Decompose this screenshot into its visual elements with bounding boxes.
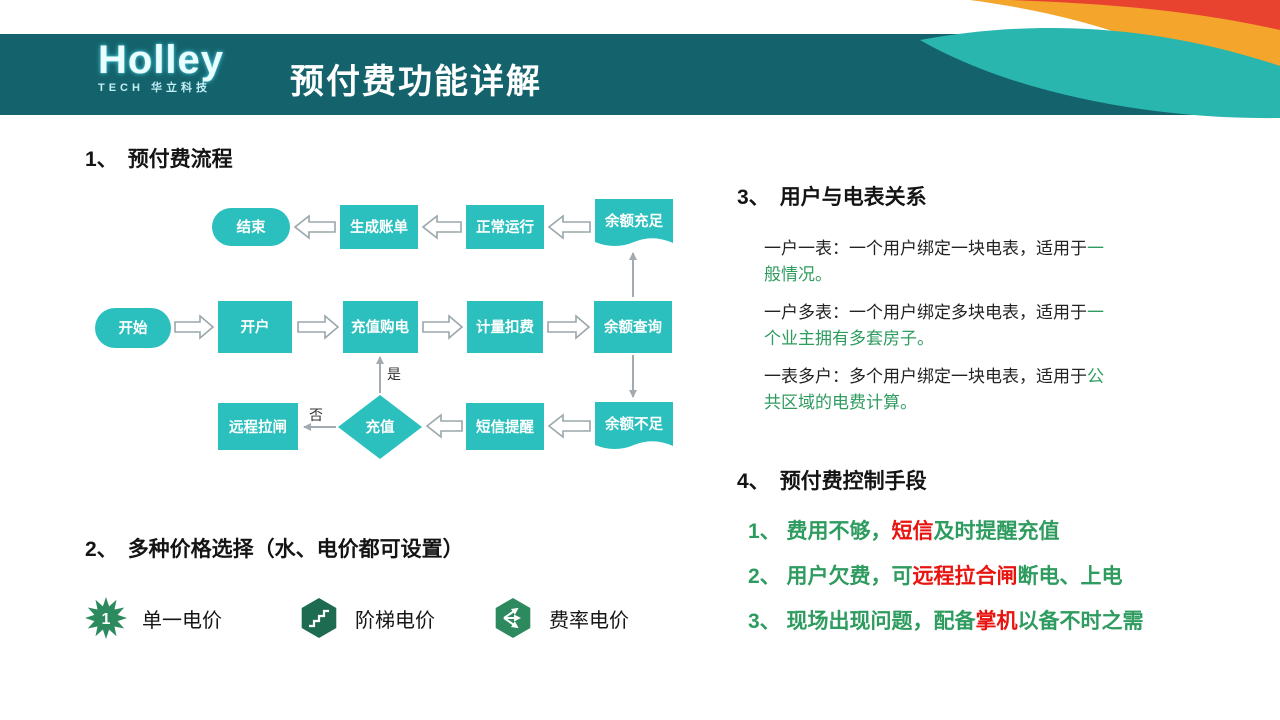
flow-node-sms-remind <box>466 403 544 450</box>
flow-node-metering-deduct-label: 计量扣费 <box>476 318 534 336</box>
flow-label-no: 否 <box>309 407 323 423</box>
section-1-title: 预付费流程 <box>127 148 233 171</box>
flow-node-normal-run <box>466 205 544 249</box>
branch-arrow <box>503 607 519 619</box>
control-text: 3、 现场出现问题，配备 <box>748 610 976 633</box>
flow-node-balance-insufficient <box>595 402 673 449</box>
relation-highlight: 一般情况。 <box>764 239 1104 284</box>
prepaid-flowchart: 是 否 结束 生成账单 正常运行 余额充足 开始 <box>95 199 673 459</box>
flow-node-open-account-label: 开户 <box>241 318 270 336</box>
flow-node-recharge-label: 充值 <box>366 418 395 436</box>
flow-block-arrow <box>297 314 340 340</box>
corner-decoration <box>920 0 1280 119</box>
flow-block-arrow <box>547 413 591 439</box>
flow-node-end-label: 结束 <box>237 218 266 236</box>
section-4-title: 预付费控制手段 <box>779 470 927 493</box>
pricing-item-label: 阶梯电价 <box>355 609 435 632</box>
control-highlight: 掌机 <box>975 610 1018 633</box>
section-4-number: 4、 <box>737 470 770 493</box>
flow-block-arrow <box>547 314 591 340</box>
flow-block-arrow <box>293 214 336 240</box>
control-highlight: 短信 <box>891 520 934 543</box>
section-2-number: 2、 <box>85 538 118 561</box>
flow-node-start-label: 开始 <box>119 319 148 337</box>
single-price-badge: 1 <box>102 611 111 628</box>
relation-paragraph: 一户一表：一个用户绑定一块电表，适用于一般情况。 <box>764 236 1109 287</box>
flow-node-recharge-decision <box>338 395 422 459</box>
flow-block-arrow <box>421 214 462 240</box>
flow-node-start <box>95 308 171 348</box>
pricing-item-tiered: 阶梯电价 <box>298 597 435 639</box>
steps-glyph <box>309 609 329 628</box>
corner-red-wave <box>1010 0 1280 30</box>
relation-highlight: 一个业主拥有多套房子。 <box>764 303 1104 348</box>
flow-node-balance-query <box>594 301 672 353</box>
section-2-title: 多种价格选择（水、电价都可设置） <box>127 538 464 561</box>
flow-node-recharge-purchase-label: 充值购电 <box>351 318 409 336</box>
rate-price-icon <box>495 598 531 638</box>
flow-block-arrow <box>422 314 464 340</box>
relation-text: 一户多表：一个用户绑定多块电表，适用于 <box>764 303 1087 322</box>
flow-label-yes: 是 <box>387 366 401 382</box>
control-highlight: 远程拉合闸 <box>912 565 1018 588</box>
flow-node-balance-sufficient <box>595 199 673 246</box>
flow-node-remote-trip-label: 远程拉闸 <box>229 418 287 436</box>
control-text: 1、 费用不够， <box>748 520 892 543</box>
control-text: 及时提醒充值 <box>933 520 1060 543</box>
control-item: 3、 现场出现问题，配备掌机以备不时之需 <box>748 608 1144 636</box>
flow-block-arrow <box>425 413 463 439</box>
section-1-heading: 1、预付费流程 <box>85 143 233 173</box>
flow-node-balance-insufficient-label: 余额不足 <box>604 415 663 433</box>
pricing-item-label: 单一电价 <box>142 609 222 632</box>
relation-paragraph: 一户多表：一个用户绑定多块电表，适用于一个业主拥有多套房子。 <box>764 300 1109 351</box>
holley-logo: Holley TECH 华立科技 <box>98 40 224 94</box>
flow-node-generate-bill <box>340 205 418 249</box>
single-price-icon: 1 <box>85 597 127 639</box>
flow-node-normal-run-label: 正常运行 <box>476 218 534 236</box>
pricing-item-single: 1 单一电价 <box>85 597 222 639</box>
holley-logo-subtitle: TECH 华立科技 <box>98 82 211 94</box>
starburst-shape <box>85 597 127 639</box>
corner-teal-wave <box>920 27 1280 119</box>
flow-node-sms-remind-label: 短信提醒 <box>476 418 534 436</box>
flow-node-metering-deduct <box>467 301 543 353</box>
page-title: 预付费功能详解 <box>290 63 542 101</box>
flow-node-remote-trip <box>218 403 298 450</box>
control-text: 以备不时之需 <box>1017 610 1144 633</box>
section-2-heading: 2、多种价格选择（水、电价都可设置） <box>85 533 464 563</box>
section-3-title: 用户与电表关系 <box>779 186 927 209</box>
meter-relations: 一户一表：一个用户绑定一块电表，适用于一般情况。 一户多表：一个用户绑定多块电表… <box>764 236 1109 428</box>
relation-highlight: 公共区域的电费计算。 <box>764 367 1104 412</box>
flow-block-arrow <box>547 214 591 240</box>
section-4-heading: 4、预付费控制手段 <box>737 465 927 495</box>
flow-node-balance-query-label: 余额查询 <box>603 318 662 336</box>
branch-arrow <box>503 617 519 629</box>
holley-logo-wordmark: Holley <box>98 38 225 82</box>
flow-block-arrow <box>174 314 215 340</box>
control-text: 断电、上电 <box>1017 565 1123 588</box>
control-text: 2、 用户欠费，可 <box>748 565 913 588</box>
section-3-number: 3、 <box>737 186 770 209</box>
control-item: 1、 费用不够，短信及时提醒充值 <box>748 518 1144 546</box>
control-item: 2、 用户欠费，可远程拉合闸断电、上电 <box>748 563 1144 591</box>
section-3-heading: 3、用户与电表关系 <box>737 181 927 211</box>
pricing-item-label: 费率电价 <box>549 609 629 632</box>
flow-node-recharge-purchase <box>343 301 418 353</box>
control-measures-list: 1、 费用不够，短信及时提醒充值 2、 用户欠费，可远程拉合闸断电、上电 3、 … <box>748 518 1144 653</box>
relation-text: 一户一表：一个用户绑定一块电表，适用于 <box>764 239 1087 258</box>
corner-orange-wave <box>970 0 1280 115</box>
flow-node-open-account <box>218 301 292 353</box>
flow-node-generate-bill-label: 生成账单 <box>350 218 408 236</box>
relation-text: 一表多户：多个用户绑定一块电表，适用于 <box>764 367 1087 386</box>
tiered-price-icon <box>301 598 337 638</box>
flow-node-end <box>212 208 290 246</box>
relation-paragraph: 一表多户：多个用户绑定一块电表，适用于公共区域的电费计算。 <box>764 364 1109 415</box>
flow-node-balance-sufficient-label: 余额充足 <box>604 212 663 230</box>
section-1-number: 1、 <box>85 148 118 171</box>
pricing-item-rate: 费率电价 <box>492 597 629 639</box>
